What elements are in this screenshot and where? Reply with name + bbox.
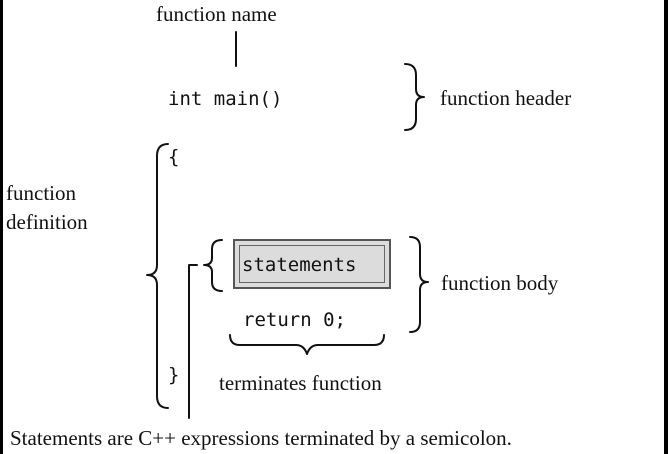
open-brace-code: { bbox=[168, 146, 180, 168]
function-header-code: int main() bbox=[168, 88, 283, 110]
left-frame-edge bbox=[0, 0, 3, 454]
statements-box-inner-border bbox=[239, 245, 385, 283]
function-definition-label-line2: definition bbox=[6, 210, 88, 234]
close-brace-code: } bbox=[168, 364, 180, 386]
function-name-label: function name bbox=[156, 2, 277, 26]
statements-box bbox=[233, 239, 391, 289]
caption-pointer-line bbox=[188, 264, 198, 419]
function-definition-brace bbox=[146, 143, 169, 409]
function-header-brace bbox=[404, 63, 425, 131]
right-frame-edge bbox=[664, 0, 668, 454]
statements-left-brace bbox=[203, 239, 223, 292]
statements-code: statements bbox=[242, 254, 357, 276]
function-header-label: function header bbox=[440, 86, 572, 110]
terminates-function-brace bbox=[229, 334, 385, 355]
return-statement-code: return 0; bbox=[243, 309, 346, 331]
terminates-function-label: terminates function bbox=[219, 371, 382, 395]
function-body-brace bbox=[409, 236, 429, 333]
function-body-label: function body bbox=[441, 271, 559, 295]
semicolon-caption: Statements are C++ expressions terminate… bbox=[10, 426, 512, 450]
function-definition-label-line1: function bbox=[6, 181, 76, 205]
